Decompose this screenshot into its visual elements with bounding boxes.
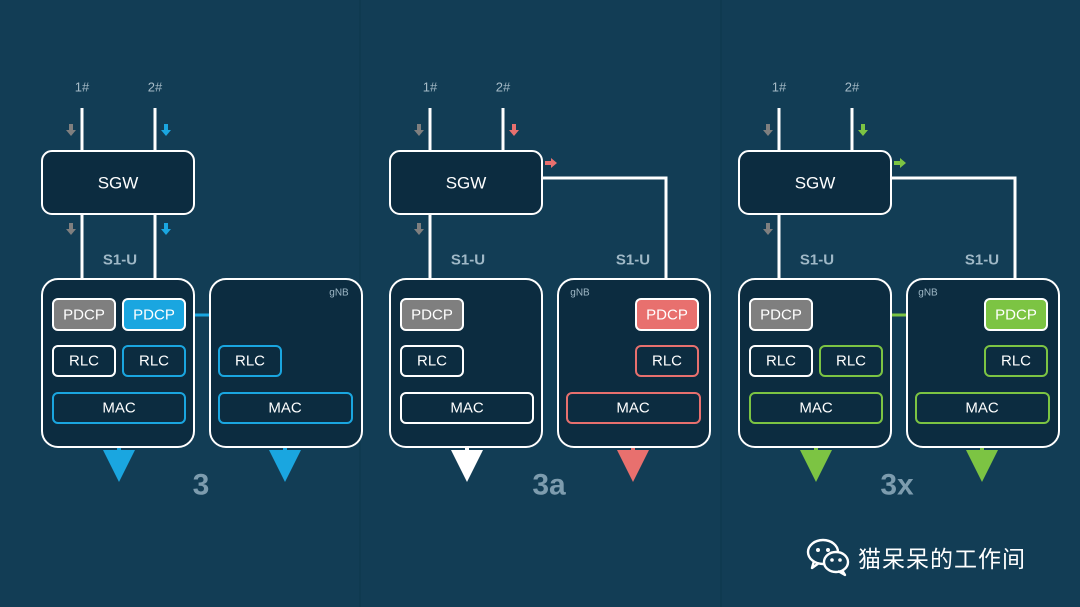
input-label-1: 1# [75,80,90,95]
mac-box [566,392,701,424]
input-label-1: 1# [423,80,438,95]
pdcp-box [400,298,464,331]
option-label: 3a [532,469,566,502]
flow-arrow-gray [763,223,773,235]
s1u-label: S1-U [800,252,834,269]
rlc-label: RLC [766,353,796,370]
option-label: 3 [193,469,210,502]
rlc-box-accent [122,345,186,377]
flow-arrow-gray [414,223,424,235]
gnb-tag: gNB [918,288,938,299]
option-label: 3x [880,469,914,502]
flow-arrow-accent [509,124,519,136]
rlc-label: RLC [652,353,682,370]
gnb-tag: gNB [329,288,349,299]
sgw-box [41,150,195,215]
sgw-label: SGW [98,174,139,193]
rlc-label: RLC [1001,353,1031,370]
pdcp-box-accent [984,298,1048,331]
mac-box [400,392,534,424]
mac-label: MAC [102,400,136,417]
sgw-box [738,150,892,215]
pdcp-label: PDCP [646,307,688,324]
input-label-2: 2# [148,80,163,95]
s1u-label: S1-U [103,252,137,269]
pdcp-label: PDCP [63,307,105,324]
mac-label: MAC [965,400,999,417]
mac-box [218,392,353,424]
mac-box [915,392,1050,424]
pdcp-box [749,298,813,331]
pdcp-label: PDCP [760,307,802,324]
pdcp-box [52,298,116,331]
mac-label: MAC [450,400,484,417]
flow-arrow-gray [66,124,76,136]
pdcp-label: PDCP [133,307,175,324]
watermark-text: 猫呆呆的工作间 [858,547,1026,573]
flow-arrow-accent [545,158,557,168]
s1u-label: S1-U [451,252,485,269]
input-label-2: 2# [496,80,511,95]
pdcp-box-accent [122,298,186,331]
mac-label: MAC [616,400,650,417]
mac-label: MAC [268,400,302,417]
rlc-label: RLC [69,353,99,370]
rlc-box-accent [218,345,282,377]
input-label-2: 2# [845,80,860,95]
flow-arrow-accent [894,158,906,168]
rlc-box [400,345,464,377]
sgw-label: SGW [446,174,487,193]
watermark: 猫呆呆的工作间 [806,535,1026,579]
s1u-label: S1-U [616,252,650,269]
flow-arrow-gray [66,223,76,235]
flow-arrow-gray [763,124,773,136]
rlc-box [749,345,813,377]
mac-box [52,392,186,424]
rlc-box [52,345,116,377]
wechat-icon [806,538,850,577]
rlc-box-accent [984,345,1048,377]
sgw-box [389,150,543,215]
input-label-1: 1# [772,80,787,95]
sgw-label: SGW [795,174,836,193]
flow-arrow-gray [414,124,424,136]
pdcp-box-accent [635,298,699,331]
rlc-label: RLC [836,353,866,370]
flow-arrow-accent [161,124,171,136]
rlc-label: RLC [139,353,169,370]
gnb-tag: gNB [570,288,590,299]
s1u-line-2 [891,176,1027,309]
pdcp-label: PDCP [411,307,453,324]
flow-arrow-accent [858,124,868,136]
s1u-line-2 [542,176,678,309]
rlc-label: RLC [235,353,265,370]
rlc-box-accent [635,345,699,377]
rlc-label: RLC [417,353,447,370]
rlc-box-accent [819,345,883,377]
mac-box [749,392,883,424]
mac-label: MAC [799,400,833,417]
s1u-label: S1-U [965,252,999,269]
flow-arrow-accent [161,223,171,235]
pdcp-label: PDCP [995,307,1037,324]
